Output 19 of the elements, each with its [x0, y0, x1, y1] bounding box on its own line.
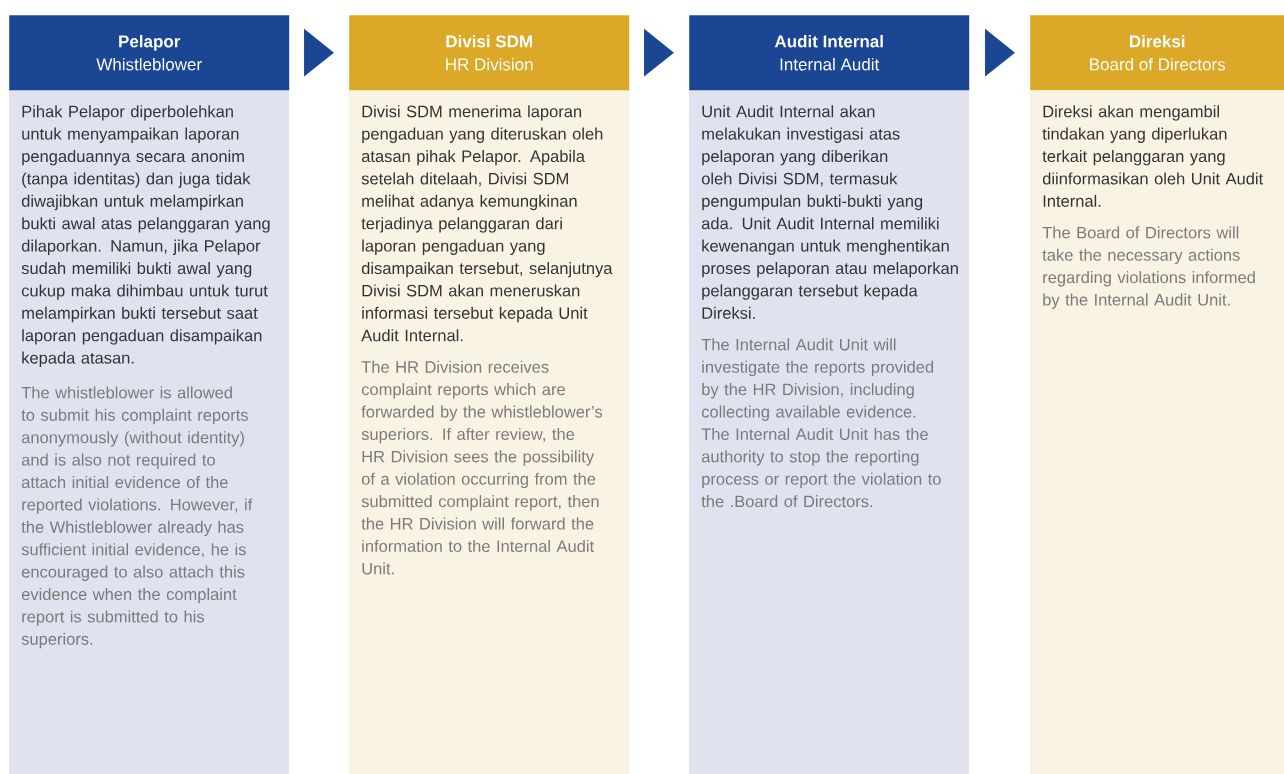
paragraph: Pihak Pelapor diperbolehkan untuk menyampaikan laporan pengaduannya secara anonim (tanpa identitas) dan juga tidak diwajibkan untuk melampirkan bukti awal atas pelanggaran yang dilaporkan. Namun, jika Pelapor sudah memiliki bukti awal yang cukup maka dihimbau untuk turut melampirkan bukti tersebut saat laporan pengaduan disampaikan kepada atasan. — [21, 105, 270, 367]
paragraph: The HR Division receives complaint reports which are forwarded by the whistleblower’s superiors. If after review, the HR Division sees the possibility of a violation occurring from the submitted complaint report, then the HR Division will forward the information to the Internal Audit Unit. — [361, 360, 603, 575]
title: Pelapor — [119, 34, 181, 51]
title: Divisi SDM — [446, 34, 532, 48]
paragraph: The whistleblower is allowed to submit his complaint reports anonymously (without identity) and is also not required to attach initial evidence of the reported violations. However, if the Whistleblower already has sufficient initial evidence, he is encouraged to also attach this evidence when the complaint report is submitted to his superiors. — [21, 386, 253, 649]
chevron-arrow — [302, 28, 334, 77]
title: Audit Internal — [774, 34, 883, 48]
chevron-arrow — [982, 28, 1015, 77]
paragraph: The Internal Audit Unit will investigate the reports provided by the HR Division, including collecting available evidence. The Internal Audit Unit has the authority to stop the reporting process or report the violation to the .Board of Directors. — [701, 338, 941, 508]
chevron-arrow — [642, 28, 674, 77]
paragraph: Unit Audit Internal akan melakukan investigasi atas pelaporan yang diberikan oleh Divisi SDM, termasuk pengumpulan bukti-bukti yang ada. Unit Audit Internal memiliki kewenangan untuk menghentikan proses pelaporan atau melaporkan pelanggaran tersebut kepada Direksi. — [701, 105, 958, 319]
subtitle: Whistleblower — [96, 57, 202, 71]
title: Direksi — [1130, 34, 1185, 48]
subtitle: Board of Directors — [1090, 57, 1226, 71]
paragraph: Direksi akan mengambil tindakan yang diperlukan terkait pelanggaran yang diinformasikan oleh Unit Audit Internal. — [1042, 105, 1264, 207]
subtitle: HR Division — [446, 57, 533, 71]
paragraph: Divisi SDM menerima laporan pengaduan yang diteruskan oleh atasan pihak Pelapor. Apabila setelah ditelaah, Divisi SDM melihat adanya kemungkinan terjadinya pelanggaran dari laporan pengaduan yang disampaikan tersebut, selanjutnya Divisi SDM akan meneruskan informasi tersebut kepada Unit Audit Internal. — [361, 105, 613, 342]
subtitle: Internal Audit — [780, 57, 880, 71]
paragraph: The Board of Directors will take the necessary actions regarding violations informed by the Internal Audit Unit. — [1042, 226, 1255, 309]
